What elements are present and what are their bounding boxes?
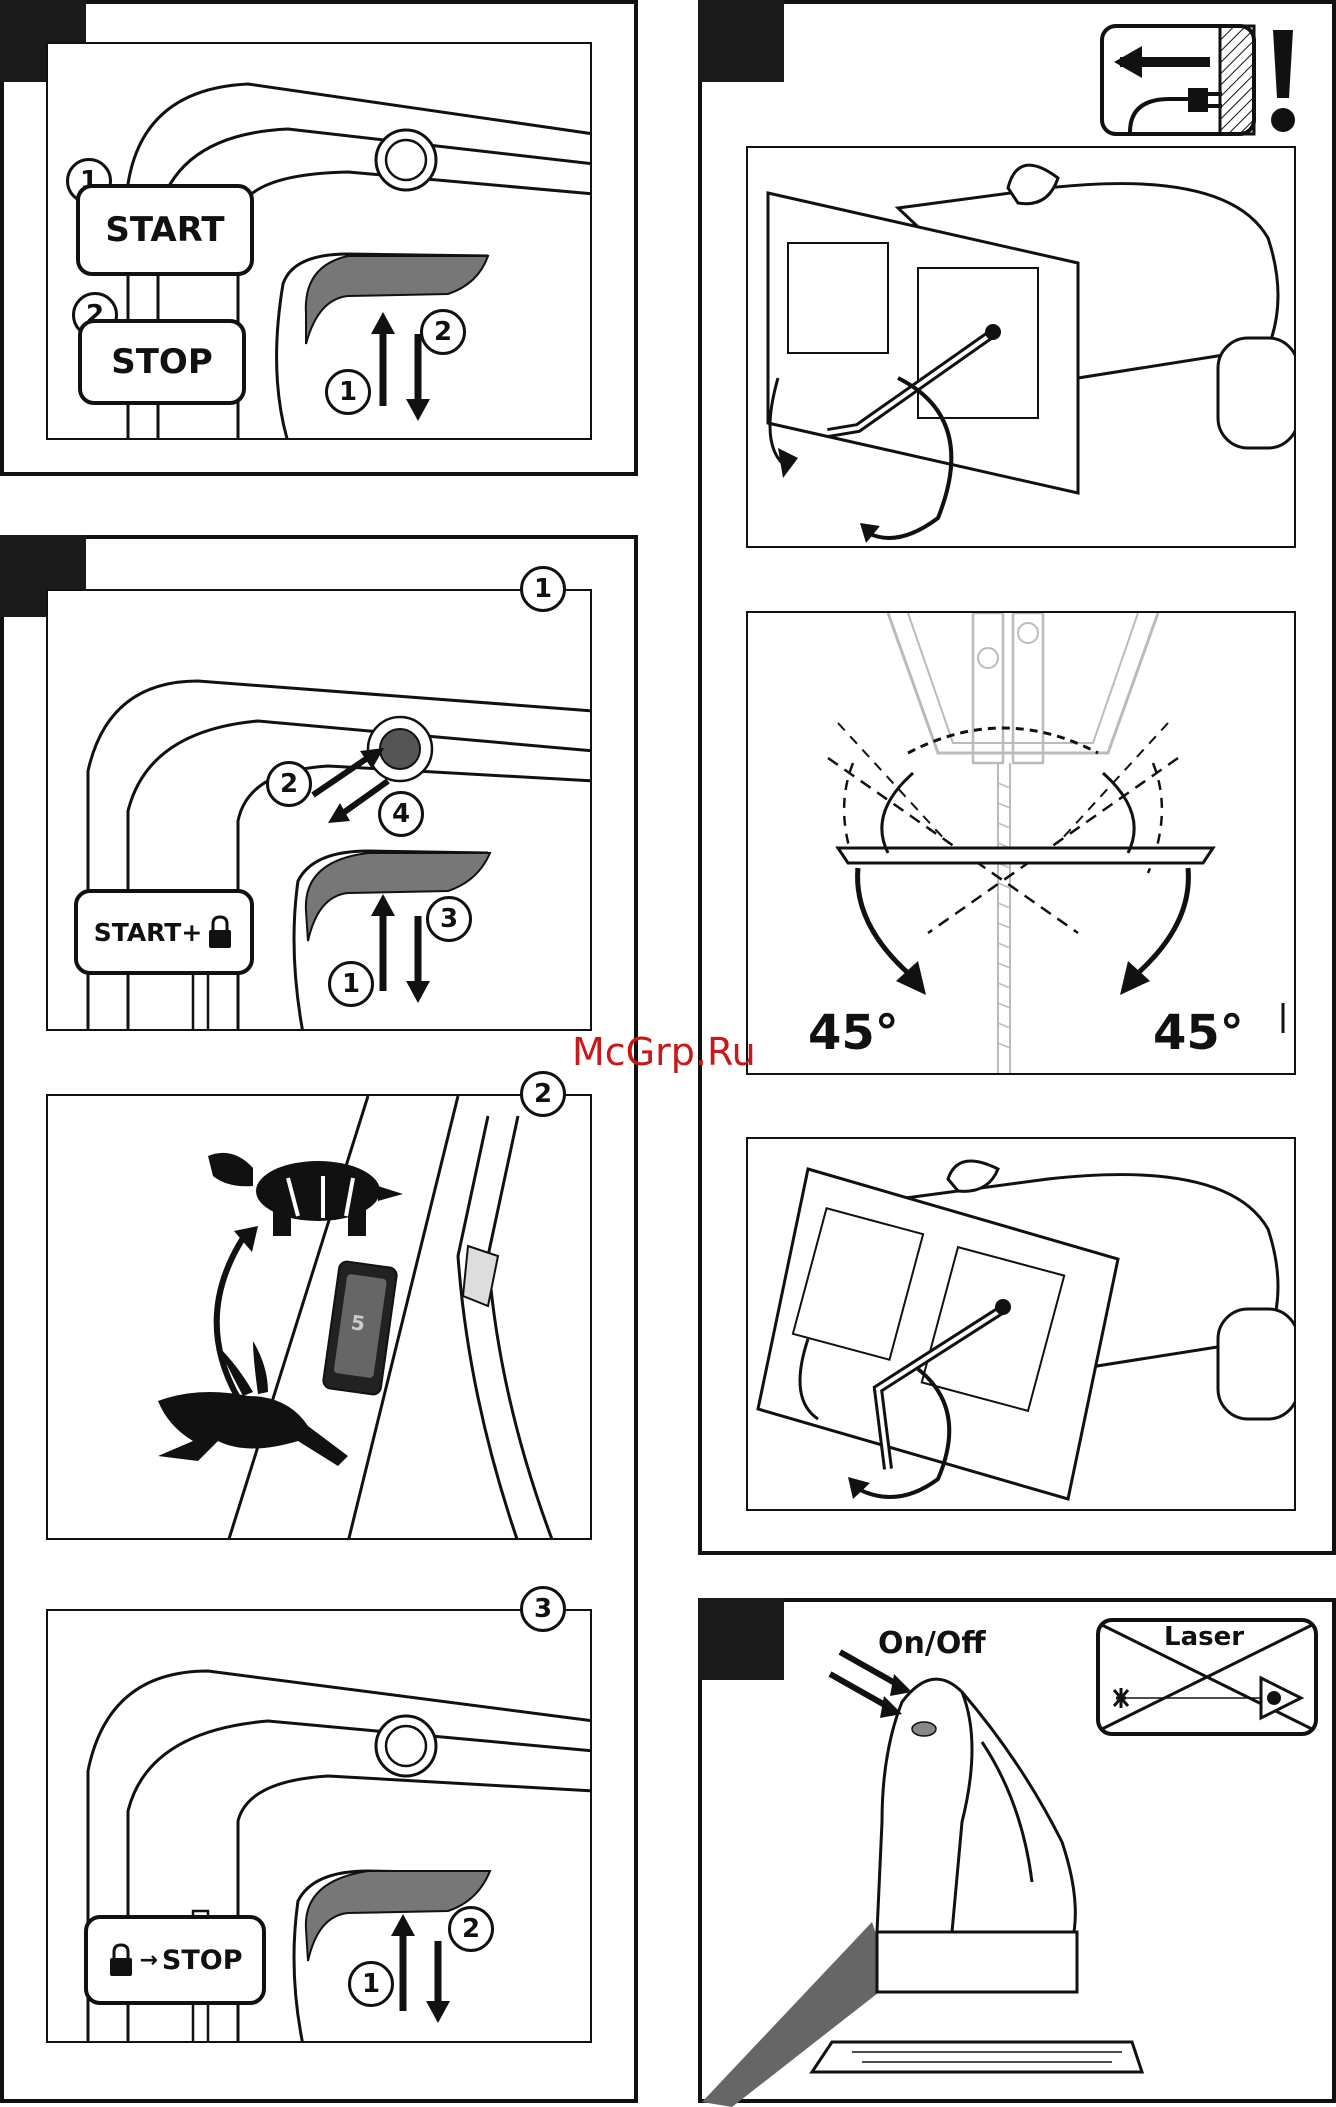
bevel-panel: 45° 45° — [698, 0, 1336, 1555]
step-2-circle: 2 — [420, 309, 466, 355]
sub-3-badge: 3 — [520, 1586, 566, 1632]
step-1-circle: 1 — [328, 961, 374, 1007]
stop-button-icon: STOP — [78, 319, 246, 405]
step-1-circle: 1 — [325, 369, 371, 415]
arrow-right-icon: → — [139, 1948, 157, 1973]
speed-dial-illustration: 5 — [46, 1094, 592, 1540]
unlock-base-illustration — [746, 146, 1296, 548]
lock-base-illustration — [746, 1137, 1296, 1511]
start-lock-label: START+ — [94, 918, 203, 947]
unlock-stop-label: STOP — [162, 1945, 243, 1976]
sub-2-badge: 2 — [520, 1071, 566, 1117]
bevel-angle-illustration: 45° 45° — [746, 611, 1296, 1075]
laser-label: Laser — [1164, 1622, 1244, 1652]
lock-off-illustration: 1 2 → STOP — [46, 1609, 592, 2043]
angle-left-label: 45° — [808, 1005, 899, 1061]
lock-speed-panel: 2 4 1 3 START+ 1 — [0, 535, 638, 2103]
start-stop-panel: 1 2 1 START 2 STOP — [0, 0, 638, 476]
step-3-circle: 3 — [426, 896, 472, 942]
sub-1-badge: 1 — [520, 566, 566, 612]
step-2-circle: 2 — [266, 761, 312, 807]
speed-dial-drawing — [48, 1096, 592, 1540]
start-button-icon: START — [76, 184, 254, 276]
padlock-icon — [107, 1942, 135, 1978]
jigsaw-base-drawing — [748, 148, 1296, 548]
start-lock-button-icon: START+ — [74, 889, 254, 975]
unlock-stop-button-icon: → STOP — [84, 1915, 266, 2005]
step-4-circle: 4 — [378, 791, 424, 837]
exclamation-icon — [1267, 26, 1299, 136]
angle-right-label: 45° — [1153, 1005, 1244, 1061]
watermark: McGrp.Ru — [572, 1030, 756, 1074]
jigsaw-base-drawing — [748, 1139, 1296, 1511]
padlock-icon — [206, 914, 234, 950]
laser-panel: On/Off Laser — [698, 1598, 1336, 2103]
step-1-circle: 1 — [348, 1961, 394, 2007]
on-off-label: On/Off — [878, 1626, 986, 1661]
step-2-circle: 2 — [448, 1906, 494, 1952]
unplug-warning-icon — [1100, 24, 1260, 136]
panel-tab — [698, 0, 784, 82]
lock-on-illustration: 2 4 1 3 START+ — [46, 589, 592, 1031]
